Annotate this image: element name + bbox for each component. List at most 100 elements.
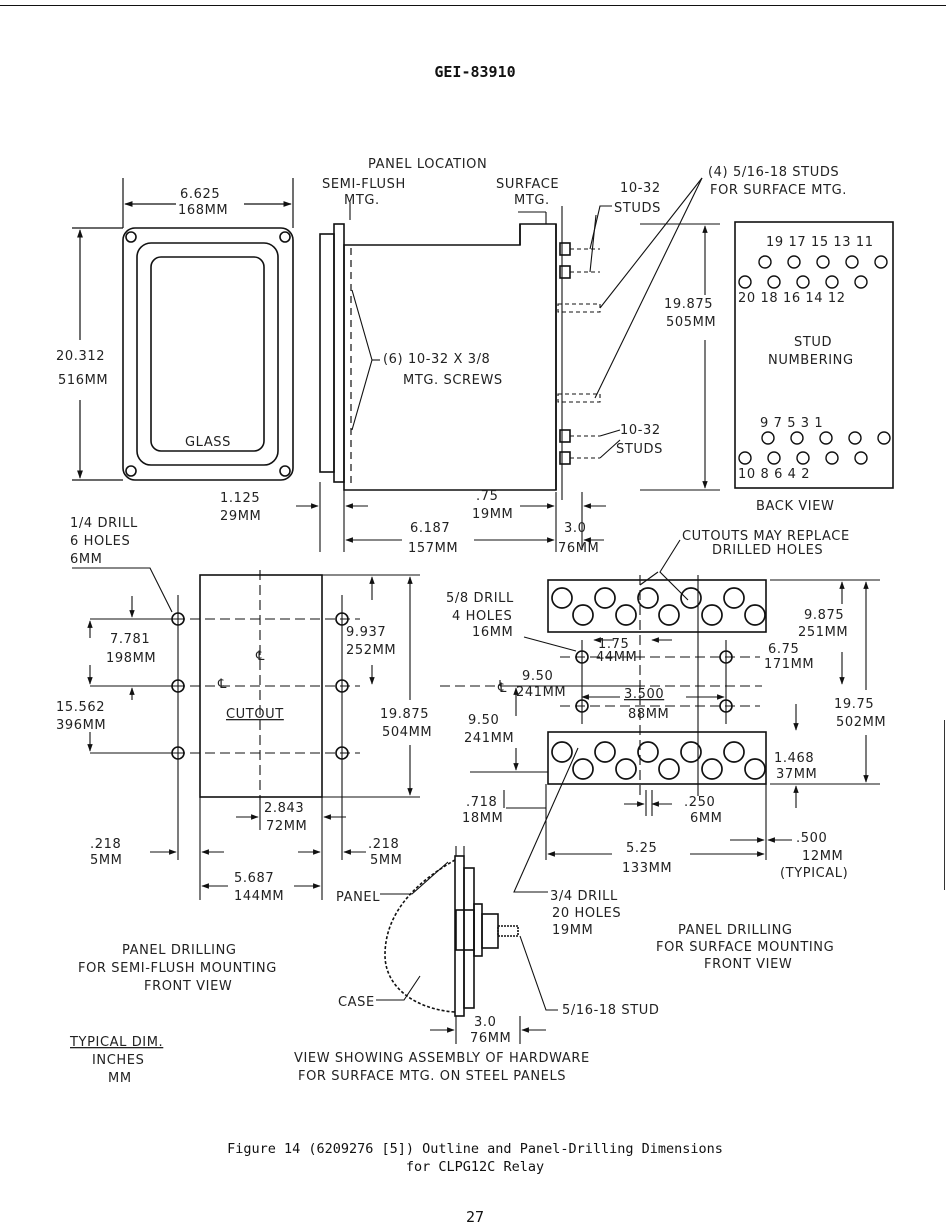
drill-hole-lower-b4 — [701, 758, 723, 780]
typical-dim-label: TYPICAL DIM. — [69, 1035, 163, 1050]
dim-675-inches: 6.75 — [768, 642, 799, 657]
dim-30-mm: 76MM — [558, 541, 599, 556]
dim-3500-inches: 3.500 — [624, 687, 664, 702]
stud-circle-bottom-4 — [825, 451, 839, 465]
stud-circle-second-2 — [767, 275, 781, 289]
semi-flush-drilling — [160, 570, 360, 860]
dim-9937-inches: 9.937 — [346, 625, 386, 640]
dim-500-mm: 12MM — [802, 849, 843, 864]
panel-location-label: PANEL LOCATION — [368, 157, 487, 172]
dim-5687-mm: 144MM — [234, 889, 284, 904]
semi-flush-title: PANEL DRILLING — [122, 943, 237, 958]
stud-circle-third-4 — [848, 431, 862, 445]
stud-circle-top-4 — [845, 255, 859, 269]
cutouts-note-line2: DRILLED HOLES — [712, 543, 823, 558]
dim-218-left-mm: 5MM — [90, 853, 123, 868]
stud-circle-bottom-1 — [738, 451, 752, 465]
stud-circle-third-2 — [790, 431, 804, 445]
five-eighths-drill-holes: 4 HOLES — [452, 609, 512, 624]
semi-flush-label: SEMI-FLUSH — [322, 177, 406, 192]
stud-number-row-top: 19 17 15 13 11 — [766, 235, 874, 250]
bottom-studs-label: STUDS — [616, 442, 663, 457]
cutouts-note: CUTOUTS MAY REPLACE — [682, 529, 850, 544]
side-height-mm: 505MM — [666, 315, 716, 330]
dim-250-mm: 6MM — [690, 811, 723, 826]
top-rule — [0, 5, 946, 6]
dim-6187-mm: 157MM — [408, 541, 458, 556]
dim-250-inches: .250 — [684, 795, 715, 810]
stud-number-row-bottom: 10 8 6 4 2 — [738, 467, 810, 482]
dim-525-mm: 133MM — [622, 861, 672, 876]
right-edge-rule — [944, 720, 945, 890]
assembly-subtitle: FOR SURFACE MTG. ON STEEL PANELS — [298, 1069, 566, 1084]
dim-218-right-inches: .218 — [368, 837, 399, 852]
page-number: 27 — [465, 1208, 485, 1226]
dim-2843-mm: 72MM — [266, 819, 307, 834]
dim-500-typical: (TYPICAL) — [780, 866, 848, 881]
centerline-mark-3: ℄ — [497, 681, 507, 696]
semi-flush-subtitle: FOR SEMI-FLUSH MOUNTING — [78, 961, 277, 976]
drill-hole-lower-b3 — [658, 758, 680, 780]
stud-circle-bottom-2 — [767, 451, 781, 465]
dim-1125-inches: 1.125 — [220, 491, 260, 506]
typical-dim-mm: MM — [108, 1071, 132, 1086]
drill-hole-lower-b5 — [744, 758, 766, 780]
stud-circle-second-4 — [825, 275, 839, 289]
dim-718-mm: 18MM — [462, 811, 503, 826]
stud-circle-second-3 — [796, 275, 810, 289]
three-quarter-drill-holes: 20 HOLES — [552, 906, 621, 921]
top-studs-size: 10-32 — [620, 181, 661, 196]
panel-label: PANEL — [336, 890, 380, 905]
side-height-inches: 19.875 — [664, 297, 713, 312]
drill-hole-upper-a1 — [551, 587, 573, 609]
stud-circle-top-5 — [874, 255, 888, 269]
dim-718-inches: .718 — [466, 795, 497, 810]
bottom-studs-size: 10-32 — [620, 423, 661, 438]
dim-1975-inches: 19.75 — [834, 697, 874, 712]
stud-numbering-subtitle: NUMBERING — [768, 353, 854, 368]
back-view-label: BACK VIEW — [756, 499, 835, 514]
stud-circle-top-2 — [787, 255, 801, 269]
dim-1468-mm: 37MM — [776, 767, 817, 782]
mtg-screws-label: MTG. SCREWS — [403, 373, 503, 388]
drill-hole-upper-b4 — [701, 604, 723, 626]
dim-950-top-inches: 9.50 — [522, 669, 553, 684]
drill-hole-upper-b5 — [744, 604, 766, 626]
assembly-dim-inches: 3.0 — [474, 1015, 496, 1030]
cutout-label: CUTOUT — [226, 707, 284, 722]
dim-218-left-inches: .218 — [90, 837, 121, 852]
dim-19875-inches: 19.875 — [380, 707, 429, 722]
front-height-inches: 20.312 — [56, 349, 105, 364]
stud-circle-second-1 — [738, 275, 752, 289]
top-studs-label: STUDS — [614, 201, 661, 216]
semi-flush-view: FRONT VIEW — [144, 979, 232, 994]
centerline-mark-1: ℄ — [255, 649, 265, 664]
dim-15562-mm: 396MM — [56, 718, 106, 733]
stud-516-label: 5/16-18 STUD — [562, 1003, 659, 1018]
drill-hole-upper-b3 — [658, 604, 680, 626]
case-label: CASE — [338, 995, 375, 1010]
dim-19875-mm: 504MM — [382, 725, 432, 740]
drill-hole-lower-a3 — [637, 741, 659, 763]
stud-number-row-third: 9 7 5 3 1 — [760, 416, 823, 431]
dim-1975-mm: 502MM — [836, 715, 886, 730]
document-number: GEI-83910 — [434, 63, 516, 81]
stud-circle-bottom-5 — [854, 451, 868, 465]
dim-1468-inches: 1.468 — [774, 751, 814, 766]
three-quarter-drill-size: 3/4 DRILL — [550, 889, 618, 904]
dim-500-inches: .500 — [796, 831, 827, 846]
drill-hole-lower-a1 — [551, 741, 573, 763]
dim-525-inches: 5.25 — [626, 841, 657, 856]
surface-drilling-view: FRONT VIEW — [704, 957, 792, 972]
surface-mtg-label: MTG. — [514, 193, 550, 208]
dim-218-right-mm: 5MM — [370, 853, 403, 868]
typical-dim-inches: INCHES — [92, 1053, 144, 1068]
drill-hole-lower-b1 — [572, 758, 594, 780]
dim-950-top-mm: 241MM — [516, 685, 566, 700]
dim-950-bottom-mm: 241MM — [464, 731, 514, 746]
drill-hole-upper-a3 — [637, 587, 659, 609]
stud-circle-third-3 — [819, 431, 833, 445]
stud-circle-top-1 — [758, 255, 772, 269]
stud-circle-top-3 — [816, 255, 830, 269]
stud-circle-third-1 — [761, 431, 775, 445]
